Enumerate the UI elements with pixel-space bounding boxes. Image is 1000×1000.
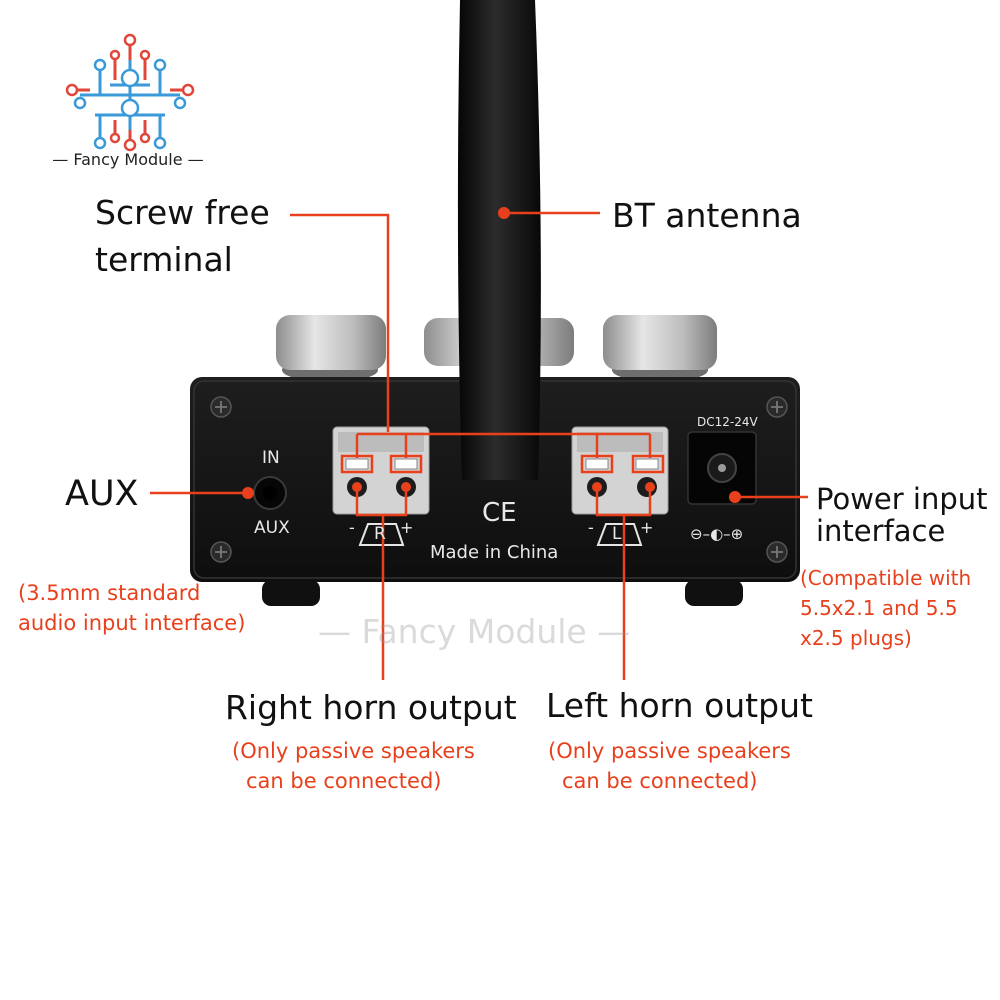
screw-free-terminal-title-line2: terminal <box>95 240 233 279</box>
brand-watermark: — Fancy Module — <box>318 612 631 651</box>
left-speaker-terminal[interactable] <box>571 426 669 515</box>
power-note-line1: (Compatible with <box>800 566 972 590</box>
aux-jack[interactable] <box>253 476 287 510</box>
left-channel-mark: L <box>612 524 622 544</box>
knob-right[interactable] <box>603 315 717 382</box>
callout-lines <box>150 211 808 680</box>
dc-power-jack[interactable] <box>687 431 757 505</box>
channel-mark-l-outline <box>596 523 643 546</box>
port-in-label: IN <box>262 448 280 468</box>
right-horn-note-line1: (Only passive speakers <box>232 739 475 763</box>
aux-note-line2: audio input interface) <box>18 611 246 635</box>
port-aux-label: AUX <box>254 518 290 538</box>
bt-antenna <box>457 0 541 480</box>
power-note-line3: x2.5 plugs) <box>800 626 912 650</box>
right-horn-note-line2: can be connected) <box>246 769 442 793</box>
right-horn-title: Right horn output <box>225 688 517 727</box>
left-horn-title: Left horn output <box>546 686 813 725</box>
right-minus-sign: - <box>349 518 355 537</box>
screw-free-terminal-title-line1: Screw free <box>95 193 270 232</box>
knob-left[interactable] <box>276 315 386 382</box>
made-in-label: Made in China <box>430 542 559 563</box>
left-plus-sign: + <box>640 518 654 537</box>
power-title-line2: interface <box>816 514 946 548</box>
aux-title: AUX <box>65 474 139 514</box>
left-horn-note-line1: (Only passive speakers <box>548 739 791 763</box>
brand-logo-text: — Fancy Module — <box>52 150 204 169</box>
aux-note-line1: (3.5mm standard <box>18 581 201 605</box>
right-plus-sign: + <box>400 518 414 537</box>
callout-dots <box>242 207 741 503</box>
right-channel-mark: R <box>374 524 386 544</box>
power-note-line2: 5.5x2.1 and 5.5 <box>800 596 958 620</box>
brand-logo <box>65 33 195 152</box>
bt-antenna-title: BT antenna <box>612 196 802 235</box>
right-speaker-terminal[interactable] <box>332 426 430 515</box>
power-title-line1: Power input <box>816 482 988 516</box>
power-rating-label: DC12-24V <box>697 415 758 429</box>
left-minus-sign: - <box>588 518 594 537</box>
channel-mark-r-outline <box>358 523 405 546</box>
polarity-symbol-icon: ⊖–◐–⊕ <box>690 525 744 543</box>
ce-mark: CE <box>482 498 517 528</box>
left-horn-note-line2: can be connected) <box>562 769 758 793</box>
